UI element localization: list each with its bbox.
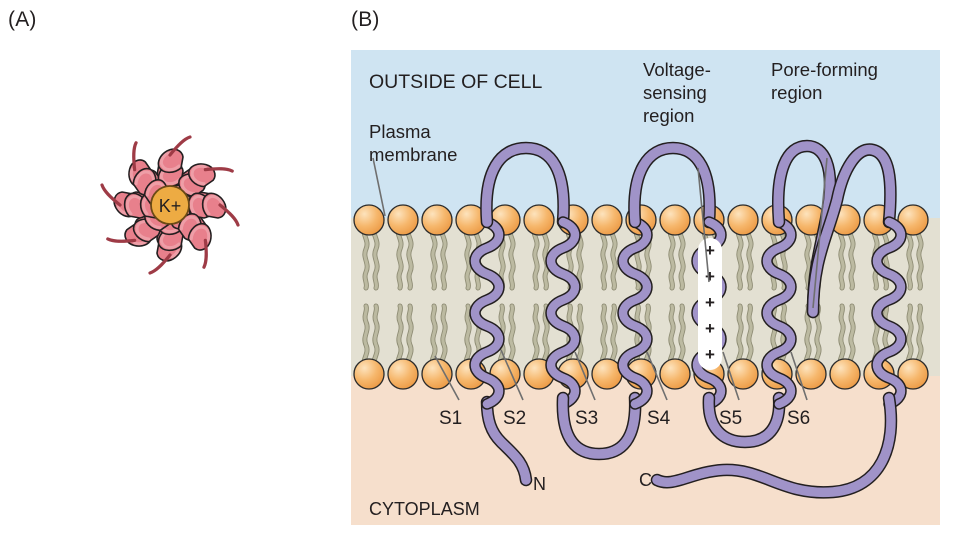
leader-s1 bbox=[434, 355, 460, 401]
voltage-sensing-line-2: sensing bbox=[643, 82, 707, 103]
voltage-sensing-annotation: Voltage- sensing region bbox=[643, 59, 711, 126]
pore-forming-annotation: Pore-forming region bbox=[771, 59, 878, 103]
panel-a-ribbon-diagram: K+ bbox=[0, 40, 340, 370]
loop-s2-s3 bbox=[556, 391, 642, 461]
charge-plus-3: + bbox=[705, 293, 715, 312]
leader-s5 bbox=[722, 351, 740, 401]
charge-plus-1: + bbox=[705, 241, 715, 260]
voltage-sensing-line-1: Voltage- bbox=[643, 59, 711, 80]
potassium-ion: K+ bbox=[150, 185, 190, 225]
loop-s4-s5 bbox=[702, 391, 786, 449]
voltage-sensor-charge-capsule: + + + + + bbox=[698, 238, 722, 370]
segment-labels: S1 S2 S3 S4 S5 S6 bbox=[439, 408, 810, 429]
panel-b-label: (B) bbox=[351, 8, 380, 31]
potassium-ion-label: K+ bbox=[159, 196, 182, 216]
leader-plasma-membrane bbox=[372, 157, 386, 217]
segment-label-s2: S2 bbox=[503, 408, 526, 429]
c-terminus-label: C bbox=[639, 470, 652, 490]
pore-forming-line-1: Pore-forming bbox=[771, 59, 878, 80]
plasma-membrane-line-1: Plasma bbox=[369, 121, 431, 142]
c-terminus-chain bbox=[650, 391, 898, 499]
leader-lines bbox=[372, 157, 828, 401]
segment-label-s6: S6 bbox=[787, 408, 810, 429]
plasma-membrane-annotation: Plasma membrane bbox=[369, 121, 457, 165]
n-terminus-chain bbox=[480, 395, 533, 487]
outside-of-cell-label: OUTSIDE OF CELL bbox=[369, 71, 543, 93]
segment-label-s5: S5 bbox=[719, 408, 742, 429]
channel-protein bbox=[475, 139, 901, 499]
loop-s3-s4 bbox=[628, 141, 716, 229]
plasma-membrane-line-2: membrane bbox=[369, 144, 457, 165]
charge-plus-5: + bbox=[705, 345, 715, 364]
segment-label-s1: S1 bbox=[439, 408, 462, 429]
cytoplasm-label: CYTOPLASM bbox=[369, 499, 480, 519]
n-terminus-label: N bbox=[533, 474, 546, 494]
leader-pore-forming bbox=[812, 157, 828, 309]
charge-plus-2: + bbox=[705, 267, 715, 286]
charge-plus-4: + bbox=[705, 319, 715, 338]
leader-s2 bbox=[500, 349, 524, 401]
segment-label-s3: S3 bbox=[575, 408, 598, 429]
leader-s4 bbox=[646, 351, 668, 401]
leader-voltage-sensing bbox=[697, 167, 710, 283]
panel-a-label: (A) bbox=[8, 8, 37, 31]
voltage-sensing-line-3: region bbox=[643, 105, 694, 126]
segment-label-s4: S4 bbox=[647, 408, 671, 429]
leader-s6 bbox=[790, 351, 808, 401]
pore-forming-line-2: region bbox=[771, 82, 822, 103]
panel-b-membrane-diagram: + + + + + bbox=[351, 50, 940, 525]
leader-s3 bbox=[574, 351, 596, 401]
loop-s1-s2 bbox=[480, 141, 570, 229]
